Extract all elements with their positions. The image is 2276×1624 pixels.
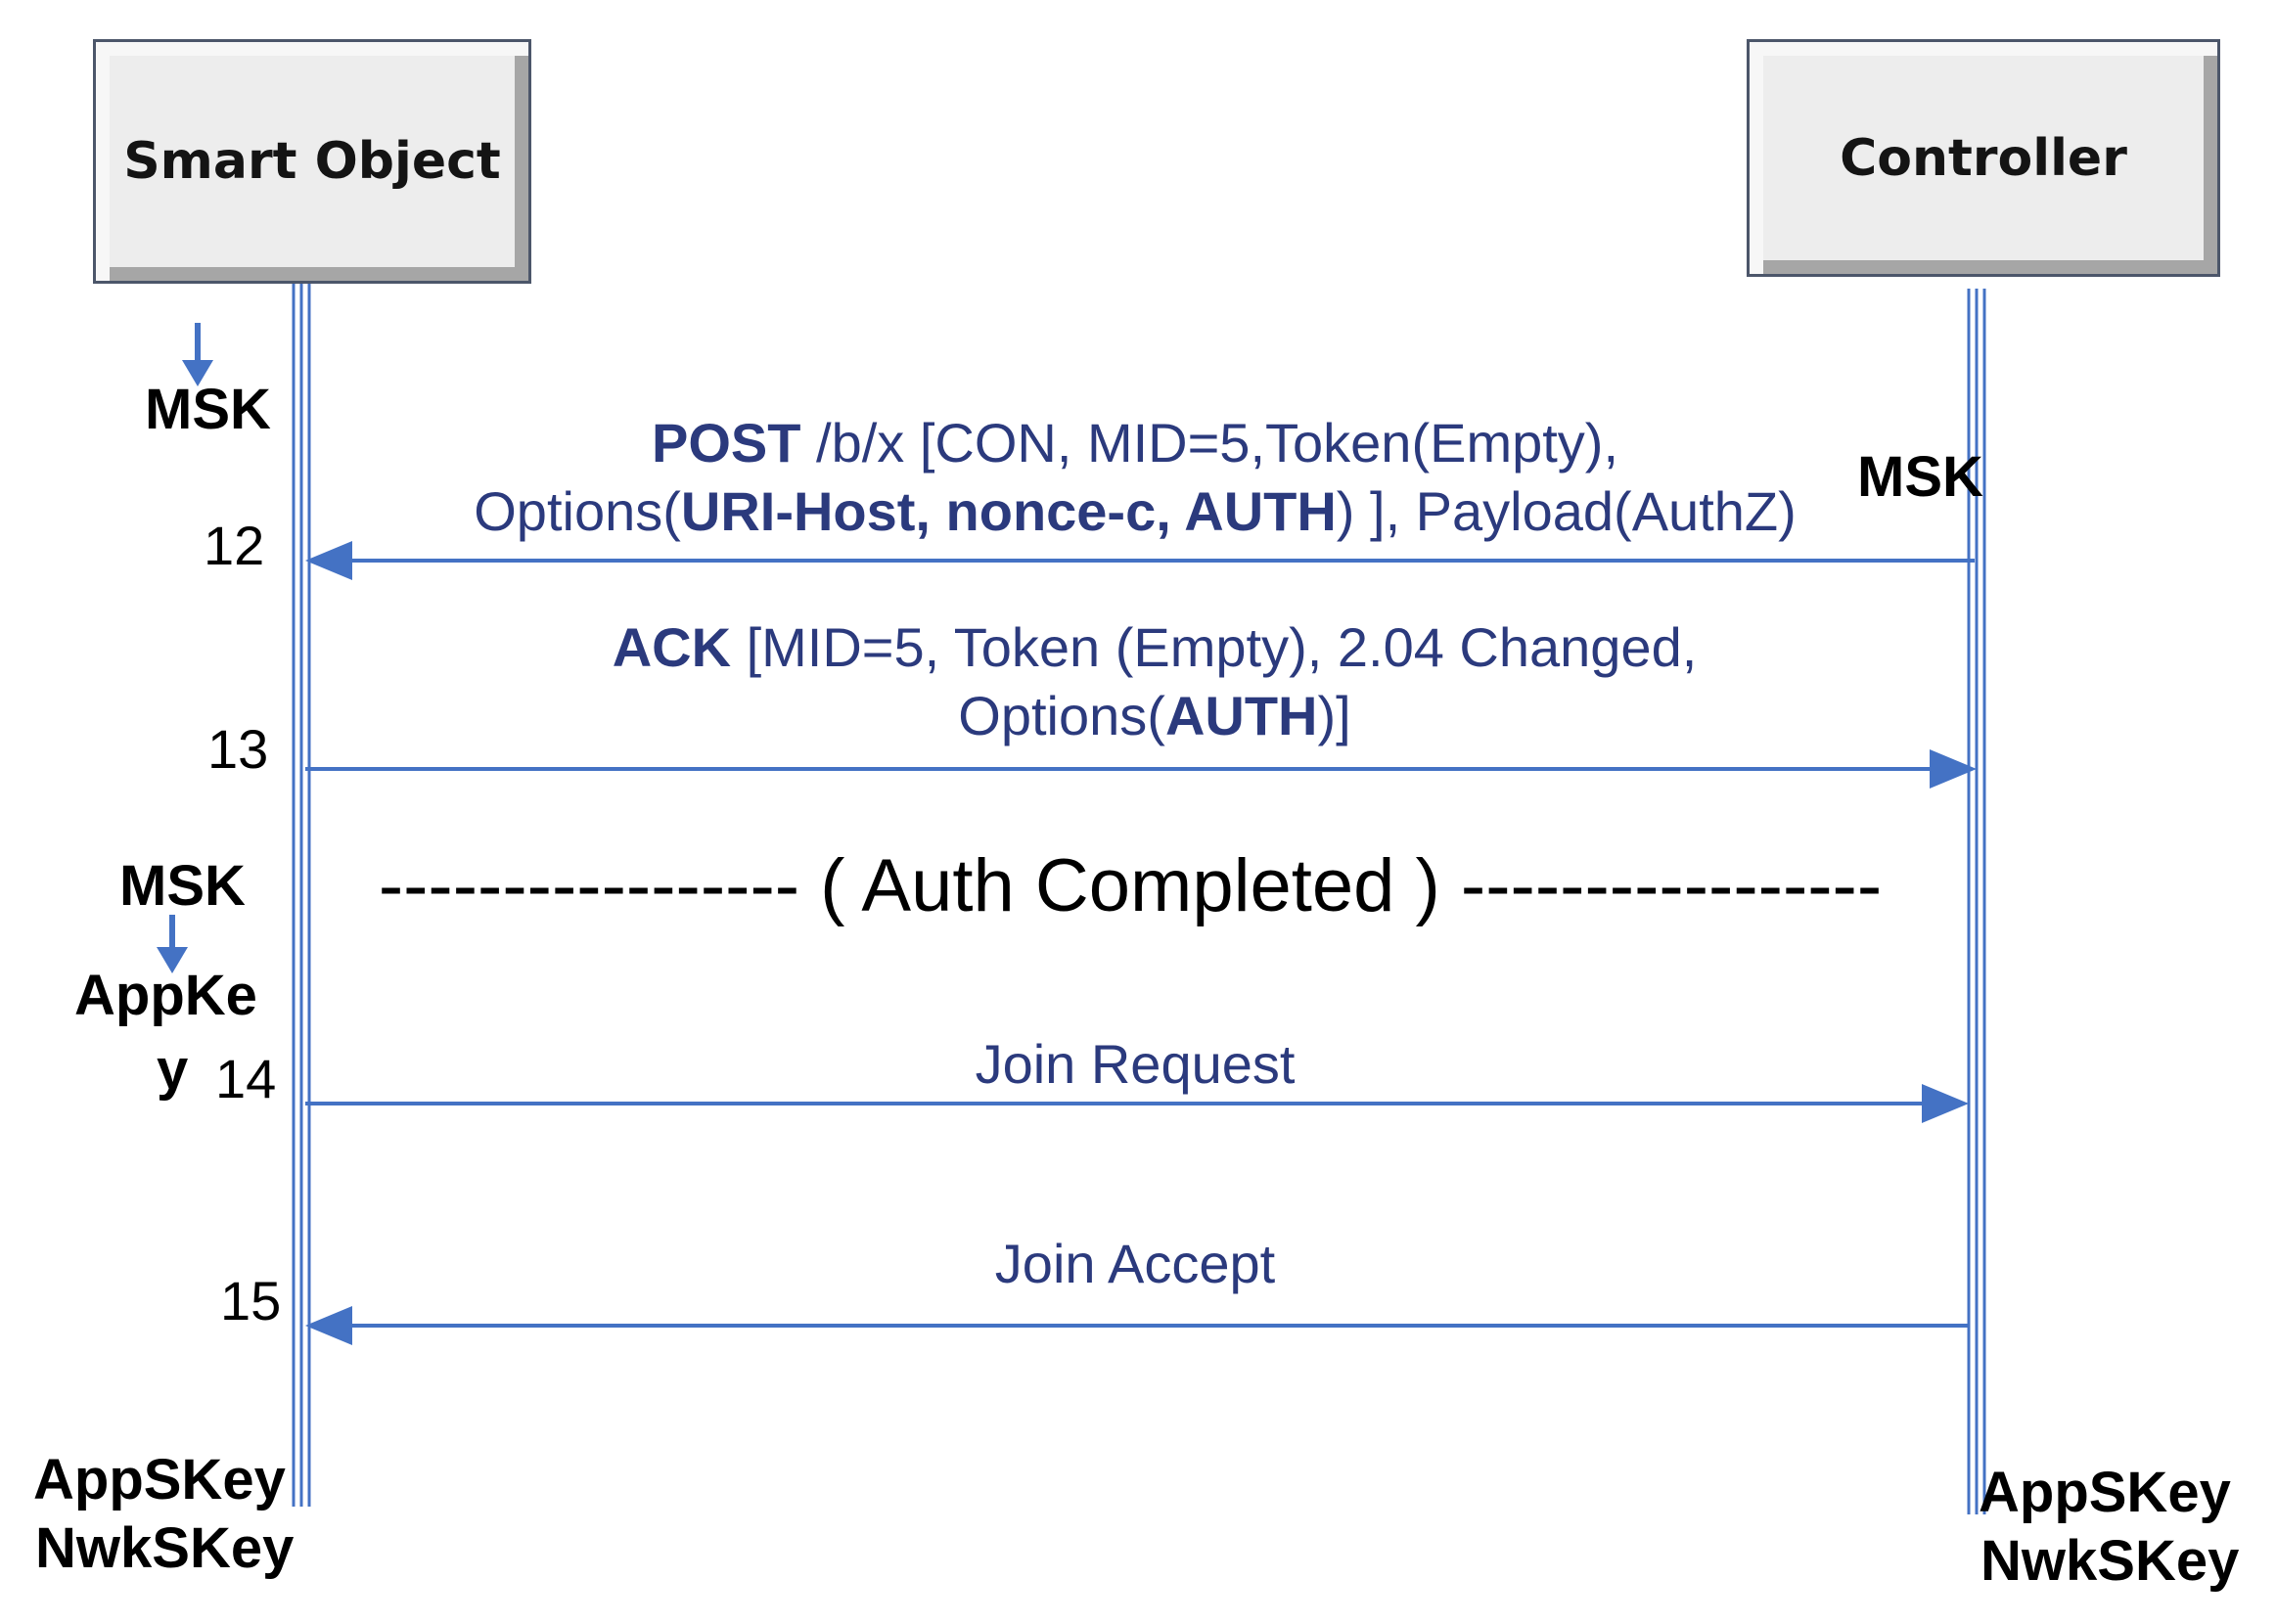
arrow-step-15	[305, 1306, 1969, 1345]
method-post: POST	[651, 412, 801, 474]
message-13: ACK [MID=5, Token (Empty), 2.04 Changed,…	[333, 613, 1977, 750]
smart-object-lifeline	[292, 279, 311, 1507]
step-number-13: 13	[207, 718, 269, 780]
message-12-line1: POST /b/x [CON, MID=5,Token(Empty),	[651, 412, 1618, 474]
appkey-label-line2: y	[157, 1038, 189, 1102]
message-14-join-request: Join Request	[975, 1033, 1296, 1095]
appkey-derive-arrow	[157, 915, 188, 973]
message-12-line2: Options(URI-Host, nonce-c, AUTH) ], Payl…	[474, 480, 1797, 542]
message-13-line2: Options(AUTH)]	[958, 685, 1351, 746]
appkey-label-line1: AppKe	[74, 964, 257, 1027]
msk-label-left-mid: MSK	[119, 854, 246, 918]
smart-object-box: Smart Object	[93, 39, 531, 284]
message-12: POST /b/x [CON, MID=5,Token(Empty), Opti…	[333, 409, 1937, 546]
nwkskey-label-right: NwkSKey	[1980, 1529, 2240, 1593]
step-number-15: 15	[220, 1270, 282, 1331]
step-number-12: 12	[204, 515, 265, 576]
arrow-step-13	[305, 749, 1977, 789]
smart-object-label: Smart Object	[123, 132, 501, 191]
message-13-line1: ACK [MID=5, Token (Empty), 2.04 Changed,	[612, 616, 1698, 678]
msk-label-right-top: MSK	[1857, 445, 1983, 509]
arrow-step-12	[305, 541, 1975, 580]
arrow-step-14	[305, 1084, 1969, 1123]
controller-label: Controller	[1840, 128, 2127, 188]
appskey-label-left: AppSKey	[33, 1448, 286, 1511]
msk-derive-arrow-top	[182, 323, 213, 386]
nwkskey-label-left: NwkSKey	[35, 1516, 295, 1580]
controller-box: Controller	[1747, 39, 2220, 277]
auth-completed-separator: ----------------- ( Auth Completed ) ---…	[378, 844, 1883, 927]
message-15-join-accept: Join Accept	[994, 1233, 1276, 1294]
step-number-14: 14	[215, 1048, 277, 1109]
msk-label-left-top: MSK	[145, 378, 271, 441]
appskey-label-right: AppSKey	[1979, 1461, 2231, 1524]
method-ack: ACK	[612, 616, 732, 678]
controller-lifeline	[1967, 289, 1986, 1514]
